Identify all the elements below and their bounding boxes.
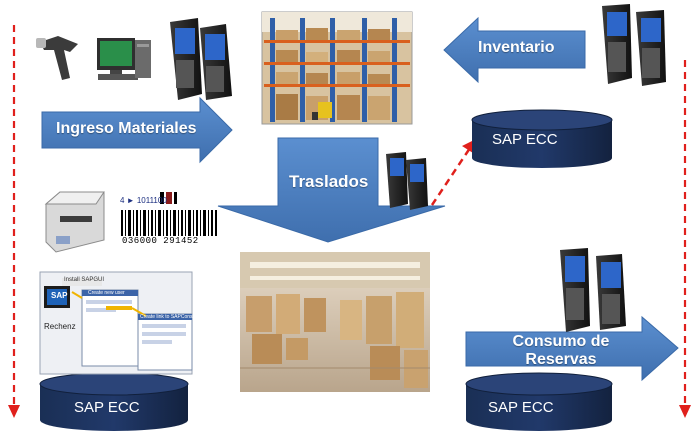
barcode-top-text: 4 ► 1011100 (120, 196, 167, 205)
panel-title-install: Install SAPGUI (64, 277, 104, 283)
warehouse-racks-image (262, 12, 412, 124)
sap-ecc-bottom-left-label: SAP ECC (74, 399, 140, 416)
handheld-scanners-top-right (602, 4, 666, 86)
right-dashed-arrow-head (679, 405, 691, 418)
inventario-label: Inventario (478, 39, 554, 57)
sap-ecc-top-right-label: SAP ECC (492, 131, 558, 148)
panel-title-create-user: Create new user (88, 290, 125, 296)
label-printer (46, 192, 104, 252)
left-dashed-arrow-head (8, 405, 20, 418)
traslados-label: Traslados (289, 172, 368, 192)
consumo-line2: Reservas (486, 351, 636, 369)
barcode-scanner-gun (36, 36, 78, 80)
sap-logo: SAP (51, 291, 67, 300)
handheld-scanners-top-left (170, 18, 232, 100)
barcode-bottom-text: 036000 291452 (122, 236, 199, 246)
handheld-scanners-bottom-right (560, 248, 626, 332)
diagonal-dashed-arrow (432, 148, 470, 205)
consumo-line1: Consumo de (486, 333, 636, 351)
sap-ecc-bottom-right-label: SAP ECC (488, 399, 554, 416)
warehouse-floor-image (240, 252, 430, 392)
consumo-reservas-label: Consumo de Reservas (486, 333, 636, 369)
panel-title-create-link: Create link to SAPConsole (140, 314, 199, 320)
handheld-scanners-middle (386, 152, 428, 210)
desktop-computer (97, 38, 151, 80)
ingreso-materiales-label: Ingreso Materiales (56, 120, 197, 138)
panel-caption: Rechenz (44, 322, 76, 331)
